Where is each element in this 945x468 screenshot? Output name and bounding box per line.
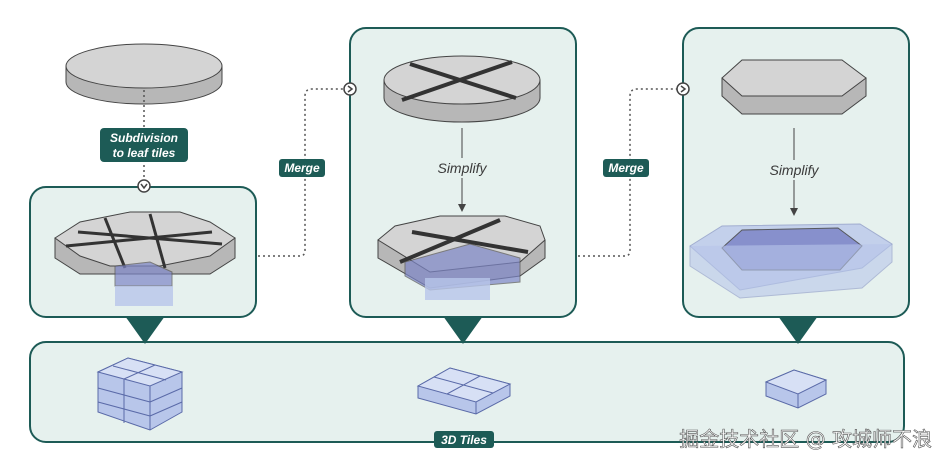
simplified-mesh-1 xyxy=(377,215,546,300)
leaf-panel-pointer xyxy=(125,316,165,344)
simplify-label-1: Simplify xyxy=(437,160,487,176)
tiles-stack-merged-1 xyxy=(416,367,512,415)
subdivision-arrow-icon xyxy=(137,179,151,193)
merged-panel-1-pointer xyxy=(443,316,483,344)
merge-label-1-bg xyxy=(279,159,325,177)
source-mesh xyxy=(65,43,223,105)
tiles-label: 3D Tiles xyxy=(441,433,487,447)
watermark-text: 掘金技术社区 @ 攻城师不浪 xyxy=(679,427,932,451)
merge-label-1: Merge xyxy=(284,161,320,175)
merge-arrow-icon-2 xyxy=(676,82,690,96)
merge-arrow-icon-1 xyxy=(343,82,357,96)
tiles-stack-merged-2 xyxy=(764,369,828,409)
merged-panel-2-pointer xyxy=(778,316,818,344)
leaf-tiles-mesh xyxy=(54,211,236,306)
subdivision-label-line1: Subdivision xyxy=(110,131,178,145)
simplified-mesh-2 xyxy=(689,223,893,299)
subdivision-label-bg xyxy=(100,128,188,162)
quartered-mesh xyxy=(383,55,541,123)
octagon-mesh xyxy=(721,59,867,115)
merge-label-2-bg xyxy=(603,159,649,177)
simplify-label-2: Simplify xyxy=(769,162,819,178)
merge-label-2: Merge xyxy=(608,161,644,175)
tiles-stack-leaf xyxy=(96,357,184,431)
subdivision-label-line2: to leaf tiles xyxy=(113,146,176,160)
tiles-label-bg xyxy=(434,431,494,448)
